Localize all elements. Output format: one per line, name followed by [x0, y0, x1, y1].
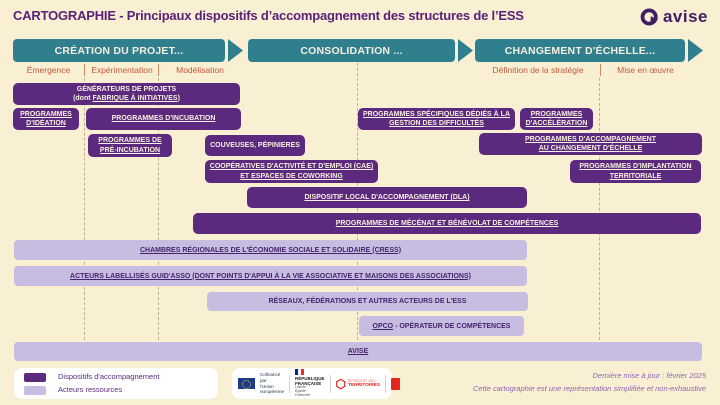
phase-label-definition-strategie: Définition de la stratégie	[492, 65, 584, 75]
phase-label-emergence: Émergence	[26, 65, 71, 75]
box-line: COUVEUSES, PÉPINIERES	[210, 141, 300, 149]
box-programmes-ideation[interactable]: PROGRAMMES D'IDÉATION	[13, 108, 79, 130]
opco-link[interactable]: OPCO	[372, 322, 394, 330]
legend-swatch-acteurs	[24, 386, 46, 395]
partner-logos-panel: Cofinancé par l'Union européenne RÉPUBLI…	[232, 368, 401, 399]
logo-divider	[289, 374, 291, 393]
box-line: PROGRAMMES D'IMPLANTATION	[579, 163, 692, 171]
avise-logo-icon	[640, 7, 660, 27]
bar-label: ACTEURS LABELLISÉS GUID'ASSO (DONT POINT…	[70, 272, 471, 280]
hexagon-icon: ⬡	[335, 376, 347, 391]
box-programmes-incubation[interactable]: PROGRAMMES D'INCUBATION	[86, 108, 241, 130]
box-dispositif-local-accompagnement[interactable]: DISPOSITIF LOCAL D'ACCOMPAGNEMENT (DLA)	[247, 187, 527, 208]
box-couveuses-pepinieres: COUVEUSES, PÉPINIERES	[205, 135, 305, 156]
bar-label: CHAMBRES RÉGIONALES DE L'ÉCONOMIE SOCIAL…	[139, 246, 402, 254]
legend-label-dispositifs: Dispositifs d'accompagnement	[58, 372, 160, 381]
box-line: PROGRAMMES	[20, 110, 72, 118]
legend-swatch-dispositifs	[24, 373, 46, 382]
box-line: PRÉ-INCUBATION	[99, 146, 161, 154]
bar-cress[interactable]: CHAMBRES RÉGIONALES DE L'ÉCONOMIE SOCIAL…	[14, 240, 527, 260]
stage-arrow-icon	[688, 39, 703, 62]
box-line: PROGRAMMES DE	[98, 137, 162, 145]
box-programmes-implantation-territoriale[interactable]: PROGRAMMES D'IMPLANTATION TERRITORIALE	[570, 160, 701, 183]
box-accompagnement-changement-echelle[interactable]: PROGRAMMES D'ACCOMPAGNEMENT AU CHANGEMEN…	[479, 133, 702, 155]
box-line: PROGRAMMES D'INCUBATION	[111, 115, 216, 123]
phase-label-experimentation: Expérimentation	[91, 65, 153, 75]
box-line: COOPÉRATIVES D'ACTIVITÉ ET D'EMPLOI (CAE…	[209, 163, 374, 171]
box-programmes-specifiques-difficultes[interactable]: PROGRAMMES SPÉCIFIQUES DÉDIÉS À LA GESTI…	[358, 108, 515, 130]
dashed-guide-line	[599, 78, 600, 340]
stage-banner-consolidation: CONSOLIDATION ...	[248, 39, 455, 62]
box-programmes-acceleration[interactable]: PROGRAMMES D'ACCÉLÉRATION	[520, 108, 593, 130]
stage-banner-changement-echelle: CHANGEMENT D'ÉCHELLE...	[475, 39, 685, 62]
legend-panel: Dispositifs d'accompagnement Acteurs res…	[14, 368, 218, 399]
disclaimer-note: Cette cartographie est une représentatio…	[472, 384, 706, 393]
box-line: TERRITORIALE	[609, 172, 662, 180]
caisse-des-depots-mark-icon	[391, 377, 401, 390]
bar-avise[interactable]: AVISE	[14, 342, 702, 361]
stage-arrow-icon	[228, 39, 243, 62]
box-generateurs-de-projets[interactable]: GÉNÉRATEURS DE PROJETS (dont FABRIQUE À …	[13, 83, 240, 105]
box-line: PROGRAMMES D'ACCOMPAGNEMENT	[524, 135, 657, 143]
france-flag-icon	[295, 369, 305, 376]
republique-francaise-logo: RÉPUBLIQUE FRANÇAISE Liberté Égalité Fra…	[295, 369, 325, 398]
bar-label: OPCO - OPÉRATEUR DE COMPÉTENCES	[372, 322, 511, 330]
eu-flag-icon	[238, 378, 255, 389]
avise-logo-text: avise	[662, 7, 708, 26]
logo-divider	[329, 374, 331, 393]
box-line: PROGRAMMES	[530, 110, 583, 118]
page-title: CARTOGRAPHIE - Principaux dispositifs d’…	[13, 8, 524, 23]
bar-label: AVISE	[347, 348, 369, 355]
phase-separator	[158, 64, 159, 76]
bar-reseaux-federations: RÉSEAUX, FÉDÉRATIONS ET AUTRES ACTEURS D…	[207, 292, 528, 311]
last-updated-note: Dernière mise à jour : février 2025	[592, 371, 706, 380]
bar-label: RÉSEAUX, FÉDÉRATIONS ET AUTRES ACTEURS D…	[268, 298, 467, 305]
box-line: DISPOSITIF LOCAL D'ACCOMPAGNEMENT (DLA)	[304, 193, 470, 201]
dashed-guide-line	[84, 78, 85, 340]
bar-opco[interactable]: OPCO - OPÉRATEUR DE COMPÉTENCES	[359, 316, 524, 336]
box-line: AU CHANGEMENT D'ÉCHELLE	[538, 145, 643, 152]
stage-banner-creation: CRÉATION DU PROJET...	[13, 39, 225, 62]
box-line: GESTION DES DIFFICULTÉS	[389, 120, 484, 127]
box-line: ET ESPACES DE COWORKING	[240, 172, 343, 180]
box-line: D'ACCÉLÉRATION	[525, 120, 588, 127]
stage-arrow-icon	[458, 39, 473, 62]
box-line: PROGRAMMES DE MÉCÉNAT ET BÉNÉVOLAT DE CO…	[335, 219, 559, 227]
avise-logo: avise	[640, 7, 708, 27]
bar-guidasso[interactable]: ACTEURS LABELLISÉS GUID'ASSO (DONT POINT…	[14, 266, 527, 286]
box-line: D'IDÉATION	[26, 120, 66, 127]
banque-des-territoires-logo: ⬡ BANQUE des TERRITOIRES	[335, 376, 381, 391]
box-cooperatives-cae-coworking[interactable]: COOPÉRATIVES D'ACTIVITÉ ET D'EMPLOI (CAE…	[205, 160, 378, 183]
eu-cofinance-label: Cofinancé par l'Union européenne	[260, 371, 285, 395]
legend-label-acteurs: Acteurs ressources	[58, 385, 123, 394]
phase-separator	[84, 64, 85, 76]
phase-label-modelisation: Modélisation	[176, 65, 224, 75]
box-line: GÉNÉRATEURS DE PROJETS	[76, 85, 177, 93]
box-programmes-pre-incubation[interactable]: PROGRAMMES DE PRÉ-INCUBATION	[88, 134, 172, 157]
logo-divider	[385, 374, 387, 393]
fabrique-a-initiatives-link[interactable]: FABRIQUE À INITIATIVES	[92, 95, 178, 102]
phase-label-mise-en-oeuvre: Mise en œuvre	[617, 65, 674, 75]
phase-separator	[600, 64, 601, 76]
box-line: PROGRAMMES SPÉCIFIQUES DÉDIÉS À LA	[362, 110, 511, 118]
box-mecenat-benevolat-competences[interactable]: PROGRAMMES DE MÉCÉNAT ET BÉNÉVOLAT DE CO…	[193, 213, 701, 234]
box-line: (dont FABRIQUE À INITIATIVES)	[73, 95, 180, 102]
dashed-guide-line	[158, 78, 159, 340]
